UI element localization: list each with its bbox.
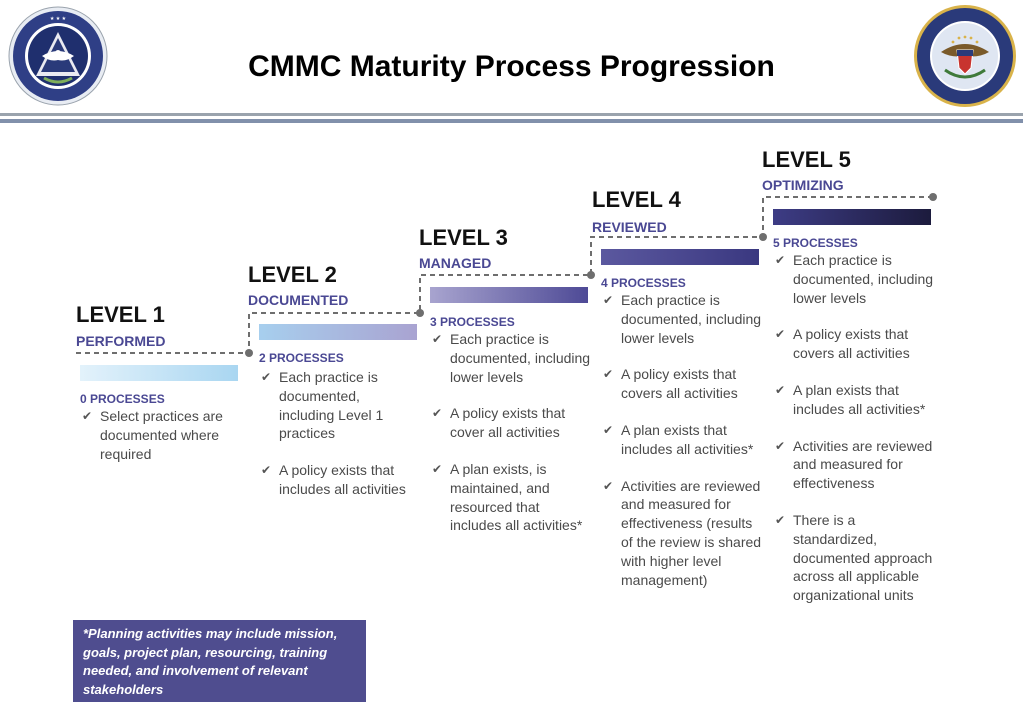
level-4-practice-list: ✔ Each practice is documented, including … bbox=[601, 291, 763, 607]
list-item-text: A plan exists that includes all activiti… bbox=[793, 381, 926, 417]
checkmark-icon: ✔ bbox=[603, 478, 614, 493]
list-item: ✔ A policy exists that covers all activit… bbox=[601, 365, 763, 403]
list-item: ✔ A plan exists, is maintained, and resou… bbox=[430, 460, 594, 535]
list-item: ✔ A plan exists that includes all activit… bbox=[773, 381, 937, 419]
list-item-text: Each practice is documented, including l… bbox=[621, 292, 762, 346]
list-item-text: Each practice is documented, including l… bbox=[793, 252, 934, 306]
list-item-text: There is a standardized, documented appr… bbox=[793, 511, 933, 604]
list-item-text: A policy exists that covers all activiti… bbox=[621, 366, 738, 402]
step-node-2 bbox=[416, 309, 424, 317]
step-node-1 bbox=[245, 349, 253, 357]
list-item-text: A policy exists that includes all activi… bbox=[279, 462, 406, 497]
planning-footnote: *Planning activities may include mission… bbox=[73, 620, 366, 702]
list-item: ✔ Each practice is documented, including … bbox=[259, 368, 419, 443]
checkmark-icon: ✔ bbox=[775, 327, 786, 342]
level-3-bar bbox=[430, 287, 588, 303]
list-item-text: A plan exists, is maintained, and resour… bbox=[450, 460, 583, 534]
list-item-text: A policy exists that covers all activiti… bbox=[793, 326, 910, 362]
level-5-practice-list: ✔ Each practice is documented, including … bbox=[773, 251, 937, 623]
list-item: ✔ A policy exists that covers all activit… bbox=[773, 325, 937, 363]
checkmark-icon: ✔ bbox=[261, 370, 272, 384]
level-5-bar bbox=[773, 209, 931, 225]
checkmark-icon: ✔ bbox=[775, 438, 786, 453]
step-node-5 bbox=[929, 193, 937, 201]
checkmark-icon: ✔ bbox=[775, 512, 786, 527]
level-2-bar bbox=[259, 324, 417, 340]
list-item-text: A plan exists that includes all activiti… bbox=[621, 421, 754, 457]
checkmark-icon: ✔ bbox=[432, 461, 443, 476]
list-item: ✔ A plan exists that includes all activit… bbox=[601, 421, 763, 459]
checkmark-icon: ✔ bbox=[775, 253, 786, 267]
list-item: ✔ Activities are reviewed and measured fo… bbox=[601, 477, 763, 590]
checkmark-icon: ✔ bbox=[261, 463, 272, 478]
list-item: ✔ Each practice is documented, including … bbox=[601, 291, 763, 347]
header-rule-gray bbox=[0, 113, 1023, 116]
checkmark-icon: ✔ bbox=[603, 367, 614, 382]
list-item-text: Select practices are documented where re… bbox=[100, 408, 223, 462]
svg-text:★ ★ ★: ★ ★ ★ bbox=[50, 16, 67, 22]
level-1-bar bbox=[80, 365, 238, 381]
level-5-title: LEVEL 5 bbox=[762, 147, 851, 172]
list-item: ✔ Activities are reviewed and measured fo… bbox=[773, 437, 937, 493]
checkmark-icon: ✔ bbox=[432, 406, 443, 421]
level-2-practice-list: ✔ Each practice is documented, including … bbox=[259, 368, 419, 517]
list-item-text: Activities are reviewed and measured for… bbox=[793, 437, 933, 492]
checkmark-icon: ✔ bbox=[775, 382, 786, 397]
list-item-text: Each practice is documented, including l… bbox=[450, 331, 591, 385]
list-item: ✔ A policy exists that includes all activ… bbox=[259, 461, 419, 499]
level-5-subtitle: OPTIMIZING bbox=[762, 177, 844, 193]
checkmark-icon: ✔ bbox=[82, 409, 93, 423]
header-rule-blue bbox=[0, 119, 1023, 123]
level-4-subtitle: REVIEWED bbox=[592, 219, 667, 235]
level-4-bar bbox=[601, 249, 759, 265]
level-2-title: LEVEL 2 bbox=[248, 262, 337, 287]
level-3-subtitle: MANAGED bbox=[419, 255, 492, 271]
level-3-practice-list: ✔ Each practice is documented, including … bbox=[430, 330, 594, 553]
list-item-text: Each practice is documented, including L… bbox=[279, 369, 384, 442]
list-item: ✔ Each practice is documented, including … bbox=[430, 330, 594, 386]
osd-acquisition-seal-logo: ★ ★ ★ bbox=[8, 6, 108, 106]
level-3-title: LEVEL 3 bbox=[419, 225, 508, 250]
checkmark-icon: ✔ bbox=[432, 332, 443, 346]
level-3-process-count: 3 PROCESSES bbox=[430, 315, 515, 329]
list-item: ✔ There is a standardized, documented app… bbox=[773, 511, 937, 605]
level-1-title: LEVEL 1 bbox=[76, 302, 165, 327]
checkmark-icon: ✔ bbox=[603, 293, 614, 307]
list-item: ✔ A policy exists that cover all activiti… bbox=[430, 404, 594, 442]
dod-seal-logo bbox=[914, 5, 1016, 107]
step-node-3 bbox=[587, 271, 595, 279]
level-4-title: LEVEL 4 bbox=[592, 187, 681, 212]
step-node-4 bbox=[759, 233, 767, 241]
level-1-subtitle: PERFORMED bbox=[76, 333, 166, 349]
level-4-process-count: 4 PROCESSES bbox=[601, 276, 686, 290]
level-1-practice-list: ✔ Select practices are documented where r… bbox=[80, 407, 248, 481]
page-title: CMMC Maturity Process Progression bbox=[248, 50, 775, 83]
list-item-text: A policy exists that cover all activitie… bbox=[450, 405, 566, 441]
list-item: ✔ Each practice is documented, including … bbox=[773, 251, 937, 307]
level-5-process-count: 5 PROCESSES bbox=[773, 236, 858, 250]
checkmark-icon: ✔ bbox=[603, 422, 614, 437]
list-item: ✔ Select practices are documented where r… bbox=[80, 407, 248, 463]
level-2-process-count: 2 PROCESSES bbox=[259, 351, 344, 365]
level-2-subtitle: DOCUMENTED bbox=[248, 292, 349, 308]
list-item-text: Activities are reviewed and measured for… bbox=[621, 477, 762, 588]
level-1-process-count: 0 PROCESSES bbox=[80, 392, 165, 406]
